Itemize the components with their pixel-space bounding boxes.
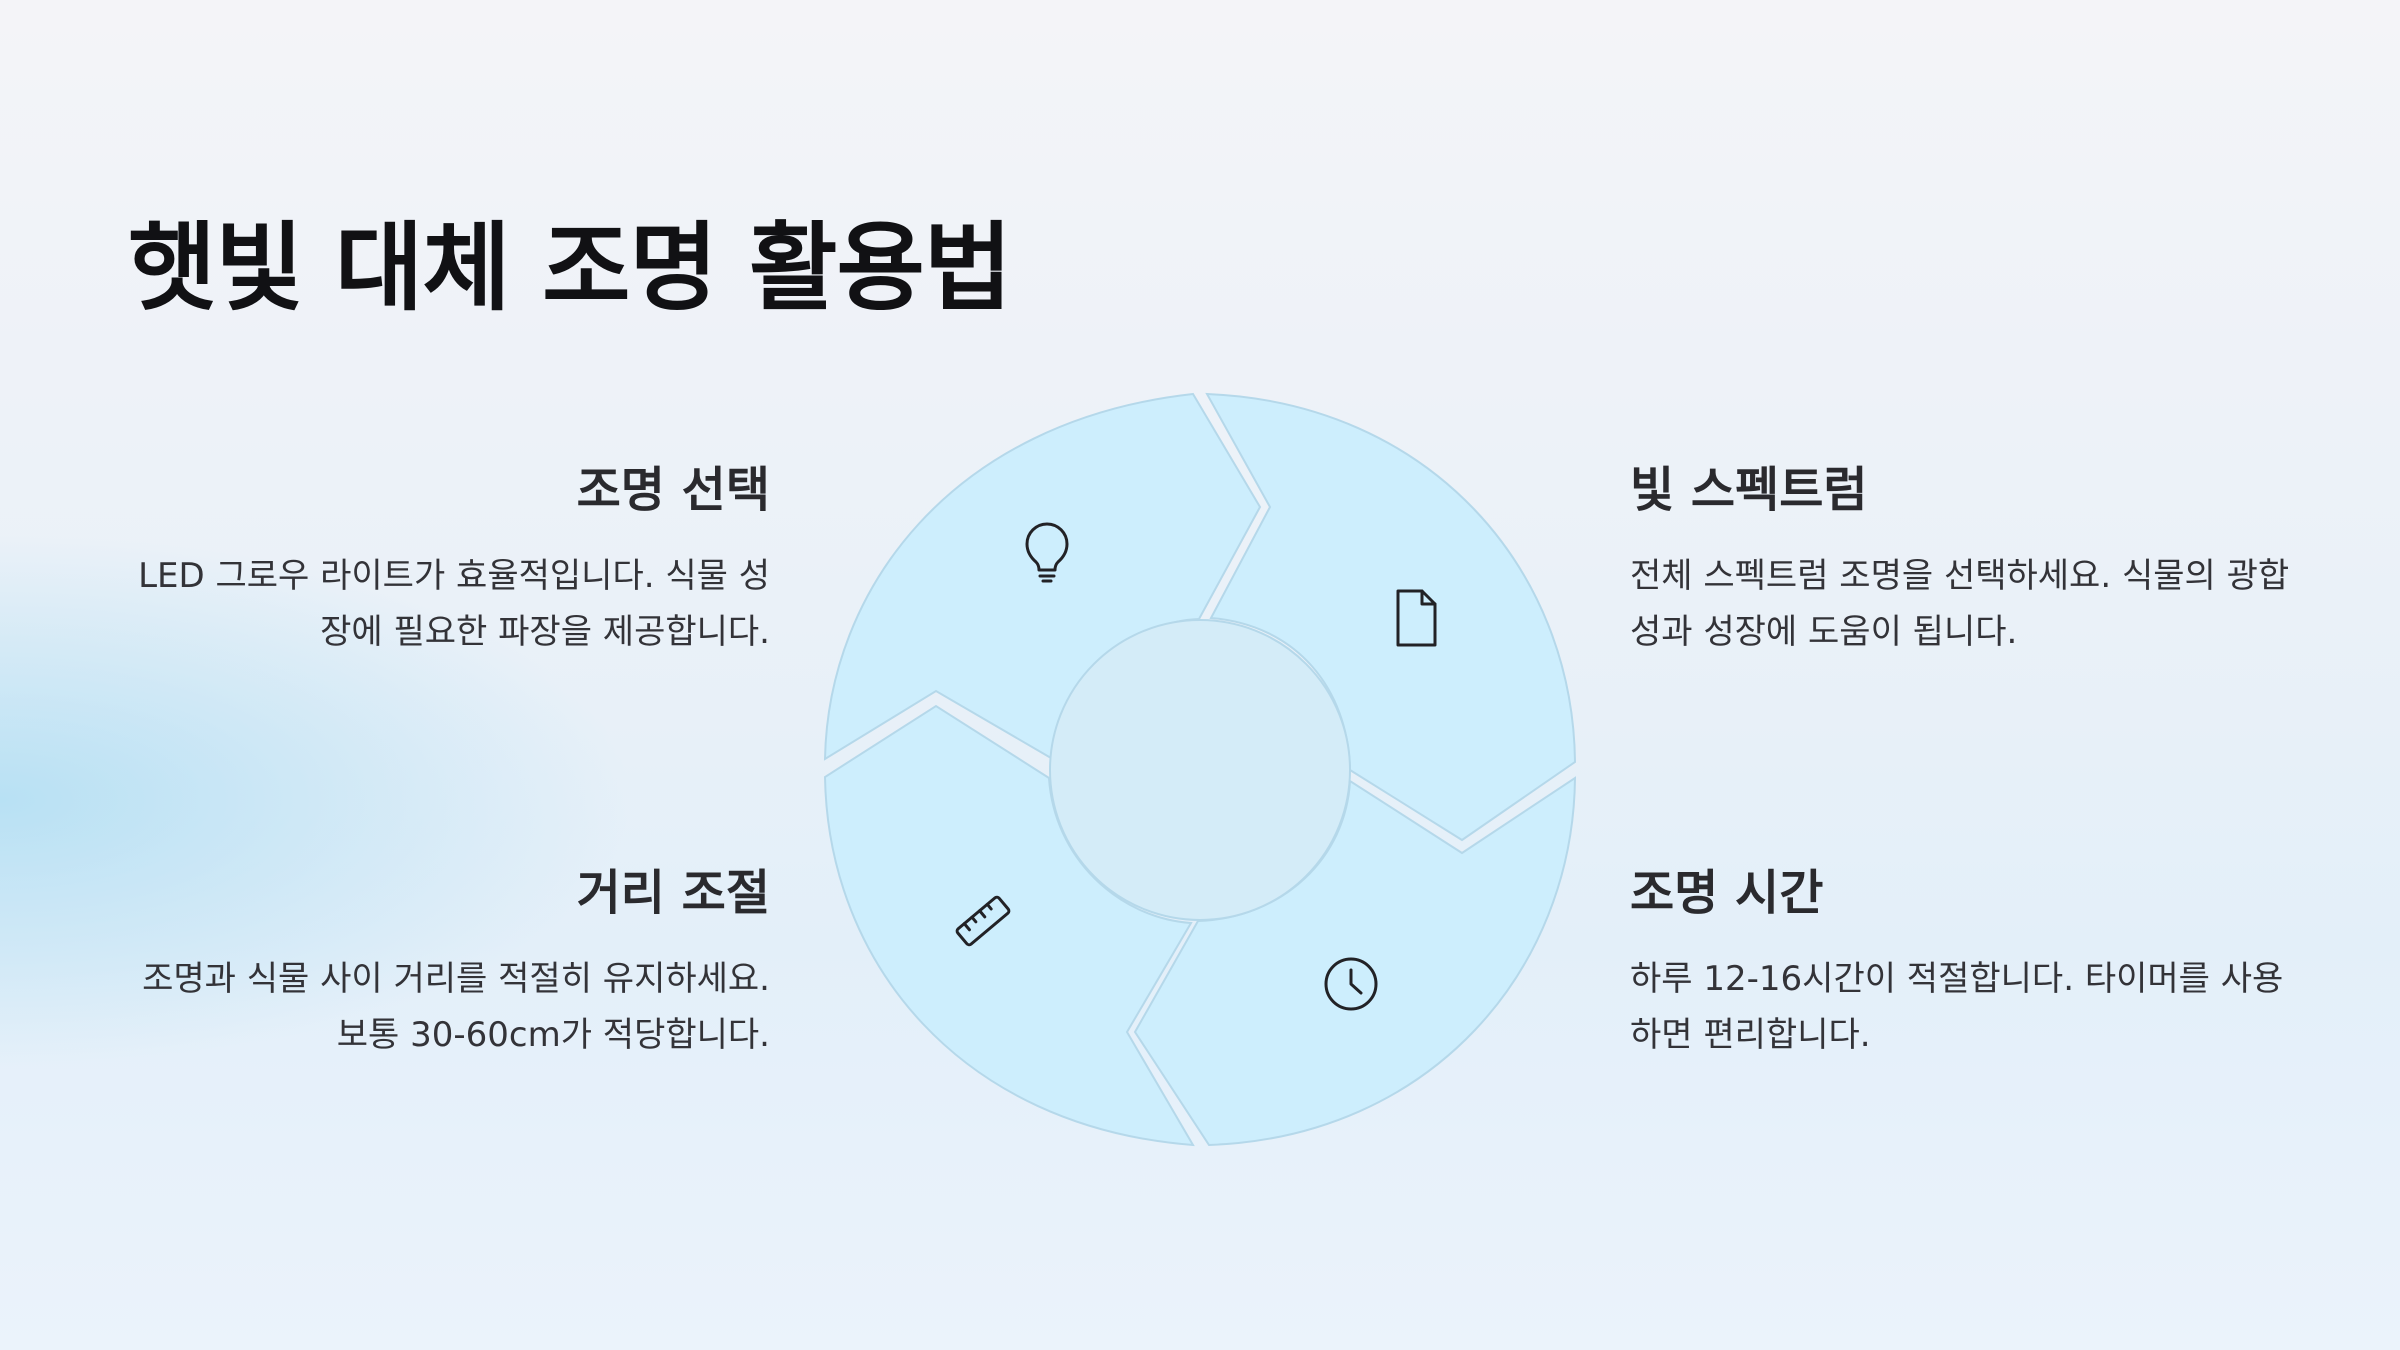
clock-icon: [1324, 957, 1378, 1011]
item-description: 전체 스펙트럼 조명을 선택하세요. 식물의 광합성과 성장에 도움이 됩니다.: [1630, 555, 2290, 652]
document-icon: [1396, 589, 1437, 647]
cycle-center: [1049, 619, 1351, 921]
item-description: 하루 12-16시간이 적절합니다. 타이머를 사용하면 편리합니다.: [1630, 958, 2284, 1055]
item-heading: 거리 조절: [576, 865, 770, 921]
item-description: 조명과 식물 사이 거리를 적절히 유지하세요. 보통 30-60cm가 적당합…: [142, 958, 770, 1055]
cycle-segment-bottom-left: [823, 704, 1195, 1147]
cycle-segment-top-right: [1205, 392, 1577, 842]
item-distance-adjustment: 거리 조절 조명과 식물 사이 거리를 적절히 유지하세요. 보통 30-60c…: [130, 865, 770, 1063]
item-lighting-time: 조명 시간 하루 12-16시간이 적절합니다. 타이머를 사용하면 편리합니다…: [1630, 865, 2290, 1063]
item-heading: 빛 스펙트럼: [1630, 462, 1868, 518]
item-lighting-selection: 조명 선택 LED 그로우 라이트가 효율적입니다. 식물 성장에 필요한 파장…: [130, 462, 770, 660]
ruler-icon: [955, 895, 1011, 947]
item-light-spectrum: 빛 스펙트럼 전체 스펙트럼 조명을 선택하세요. 식물의 광합성과 성장에 도…: [1630, 462, 2290, 660]
lightbulb-icon: [1025, 522, 1069, 583]
item-heading: 조명 시간: [1630, 865, 1824, 921]
page-title: 햇빛 대체 조명 활용법: [128, 212, 1012, 324]
item-heading: 조명 선택: [576, 462, 770, 518]
item-description: LED 그로우 라이트가 효율적입니다. 식물 성장에 필요한 파장을 제공합니…: [138, 555, 770, 652]
